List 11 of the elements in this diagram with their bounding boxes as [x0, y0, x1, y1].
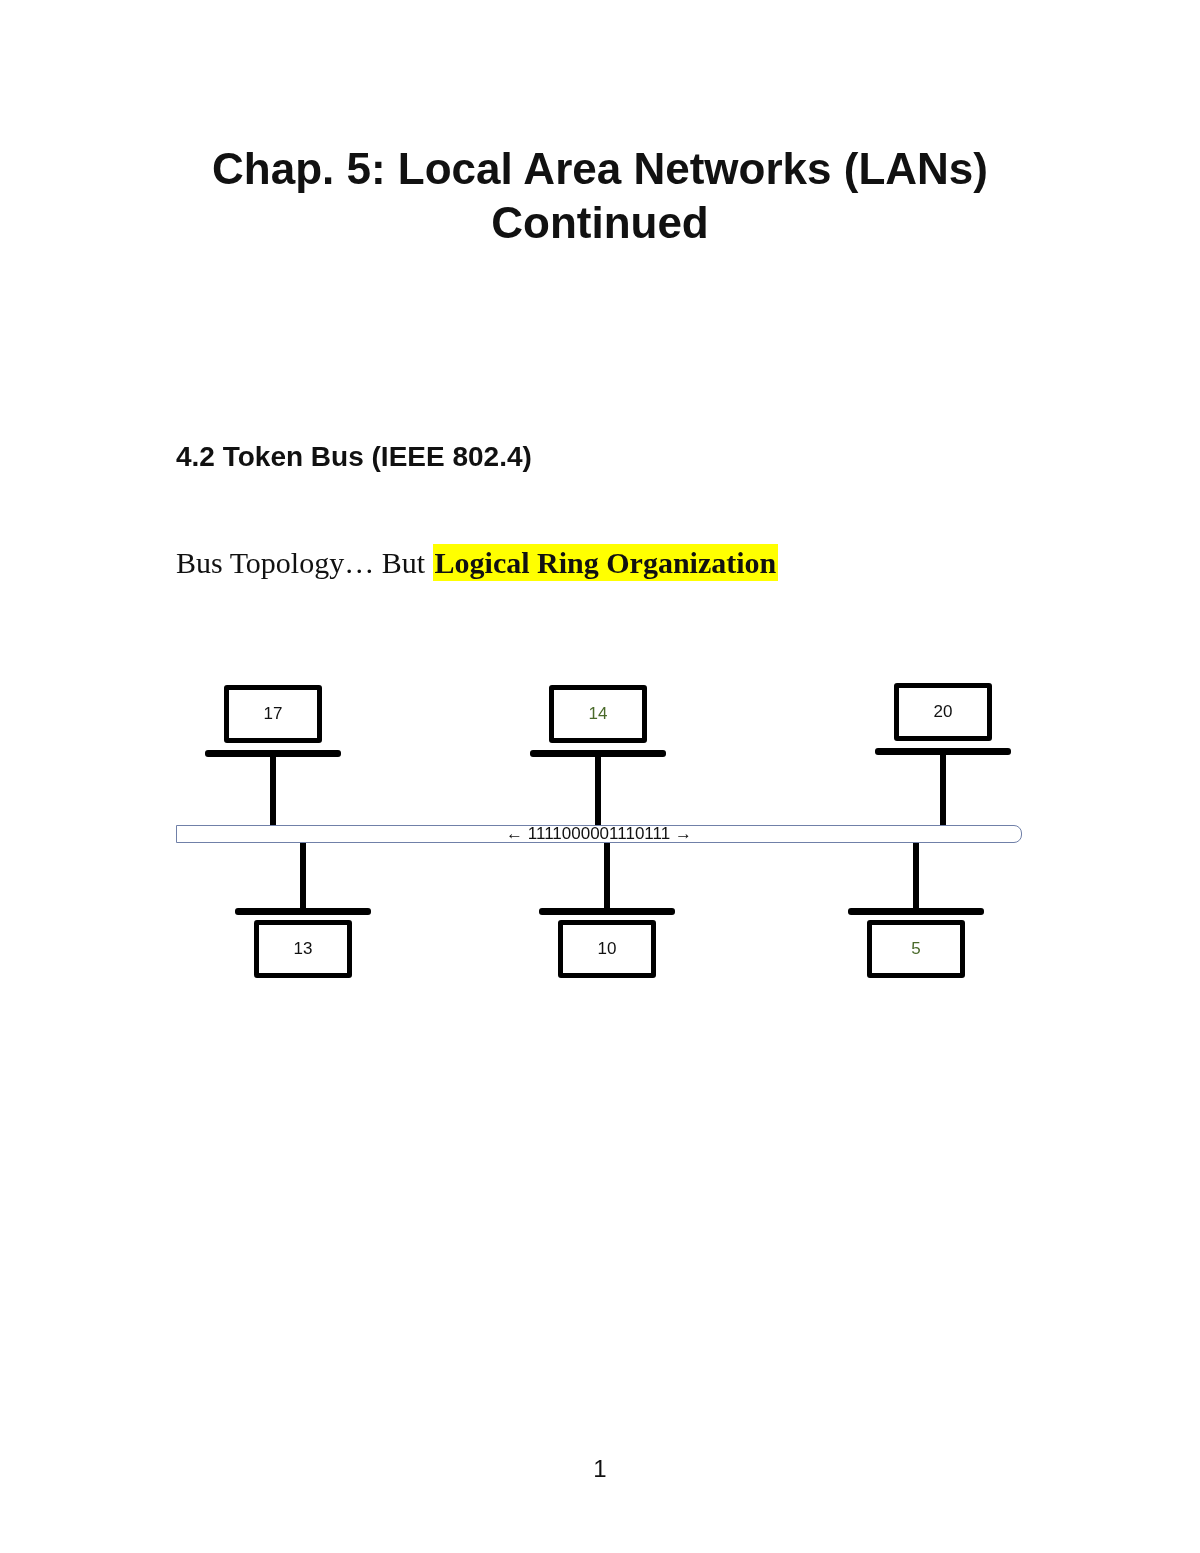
section-heading: 4.2 Token Bus (IEEE 802.4)	[176, 441, 532, 473]
network-cable	[940, 755, 946, 825]
network-cable	[270, 757, 276, 825]
network-cable	[300, 843, 306, 908]
page-number: 1	[592, 1455, 608, 1483]
bus-cable: ← 1111000001110111 →	[176, 825, 1022, 843]
paragraph: Bus Topology… But Logical Ring Organization	[176, 546, 779, 580]
network-cable	[595, 757, 601, 825]
title: Chap. 5: Local Area Networks (LANs) Continued	[211, 143, 989, 249]
network-cable	[604, 843, 610, 908]
network-cable	[913, 843, 919, 908]
